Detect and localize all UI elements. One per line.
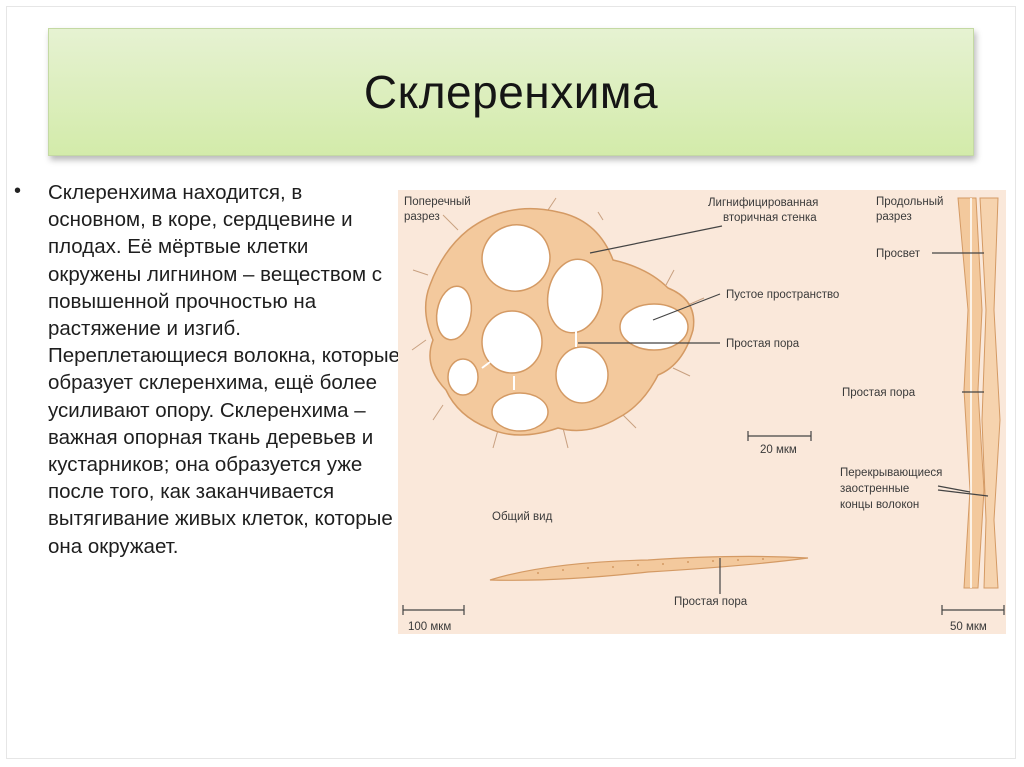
label-lignified-1: Лигнифицированная <box>708 197 818 209</box>
pore-channels <box>481 330 577 390</box>
fiber-pores <box>537 558 764 574</box>
slide-frame <box>6 6 1016 759</box>
label-overlap-2: заостренные <box>840 483 909 495</box>
sclerenchyma-diagram: Поперечный разрез Лигнифицированная втор… <box>402 196 1005 633</box>
scale-bars <box>402 431 1005 615</box>
label-scale-100: 100 мкм <box>408 621 451 633</box>
leader-lines <box>578 225 989 594</box>
label-longitudinal-2: разрез <box>876 211 912 223</box>
label-simple-pore-fiber: Простая пора <box>674 596 748 608</box>
label-longitudinal-1: Продольный <box>876 196 943 208</box>
title-box: Склеренхима <box>48 28 974 156</box>
longitudinal-fibers <box>957 197 1001 589</box>
sclerenchyma-figure: Поперечный разрез Лигнифицированная втор… <box>398 190 1006 634</box>
cell-lumens <box>435 224 689 432</box>
label-scale-50: 50 мкм <box>950 621 987 633</box>
label-cross-section-2: разрез <box>404 211 440 223</box>
label-lignified-2: вторичная стенка <box>723 212 817 224</box>
label-empty-space: Пустое пространство <box>726 289 839 301</box>
label-lumen: Просвет <box>876 248 921 260</box>
label-cross-section-1: Поперечный <box>404 196 471 208</box>
label-general-view: Общий вид <box>492 511 553 523</box>
body-text: Склеренхима находится, в основном, в кор… <box>48 181 400 558</box>
label-overlap-3: концы волокон <box>840 499 919 511</box>
wall-spikes <box>411 197 705 449</box>
label-scale-20: 20 мкм <box>760 444 797 456</box>
slide-title: Склеренхима <box>363 66 659 118</box>
label-simple-pore-long: Простая пора <box>842 387 916 399</box>
fiber-general-view <box>489 555 809 581</box>
label-overlap-1: Перекрывающиеся <box>840 467 942 479</box>
label-simple-pore-cross: Простая пора <box>726 338 800 350</box>
bullet-marker: • <box>14 180 22 202</box>
